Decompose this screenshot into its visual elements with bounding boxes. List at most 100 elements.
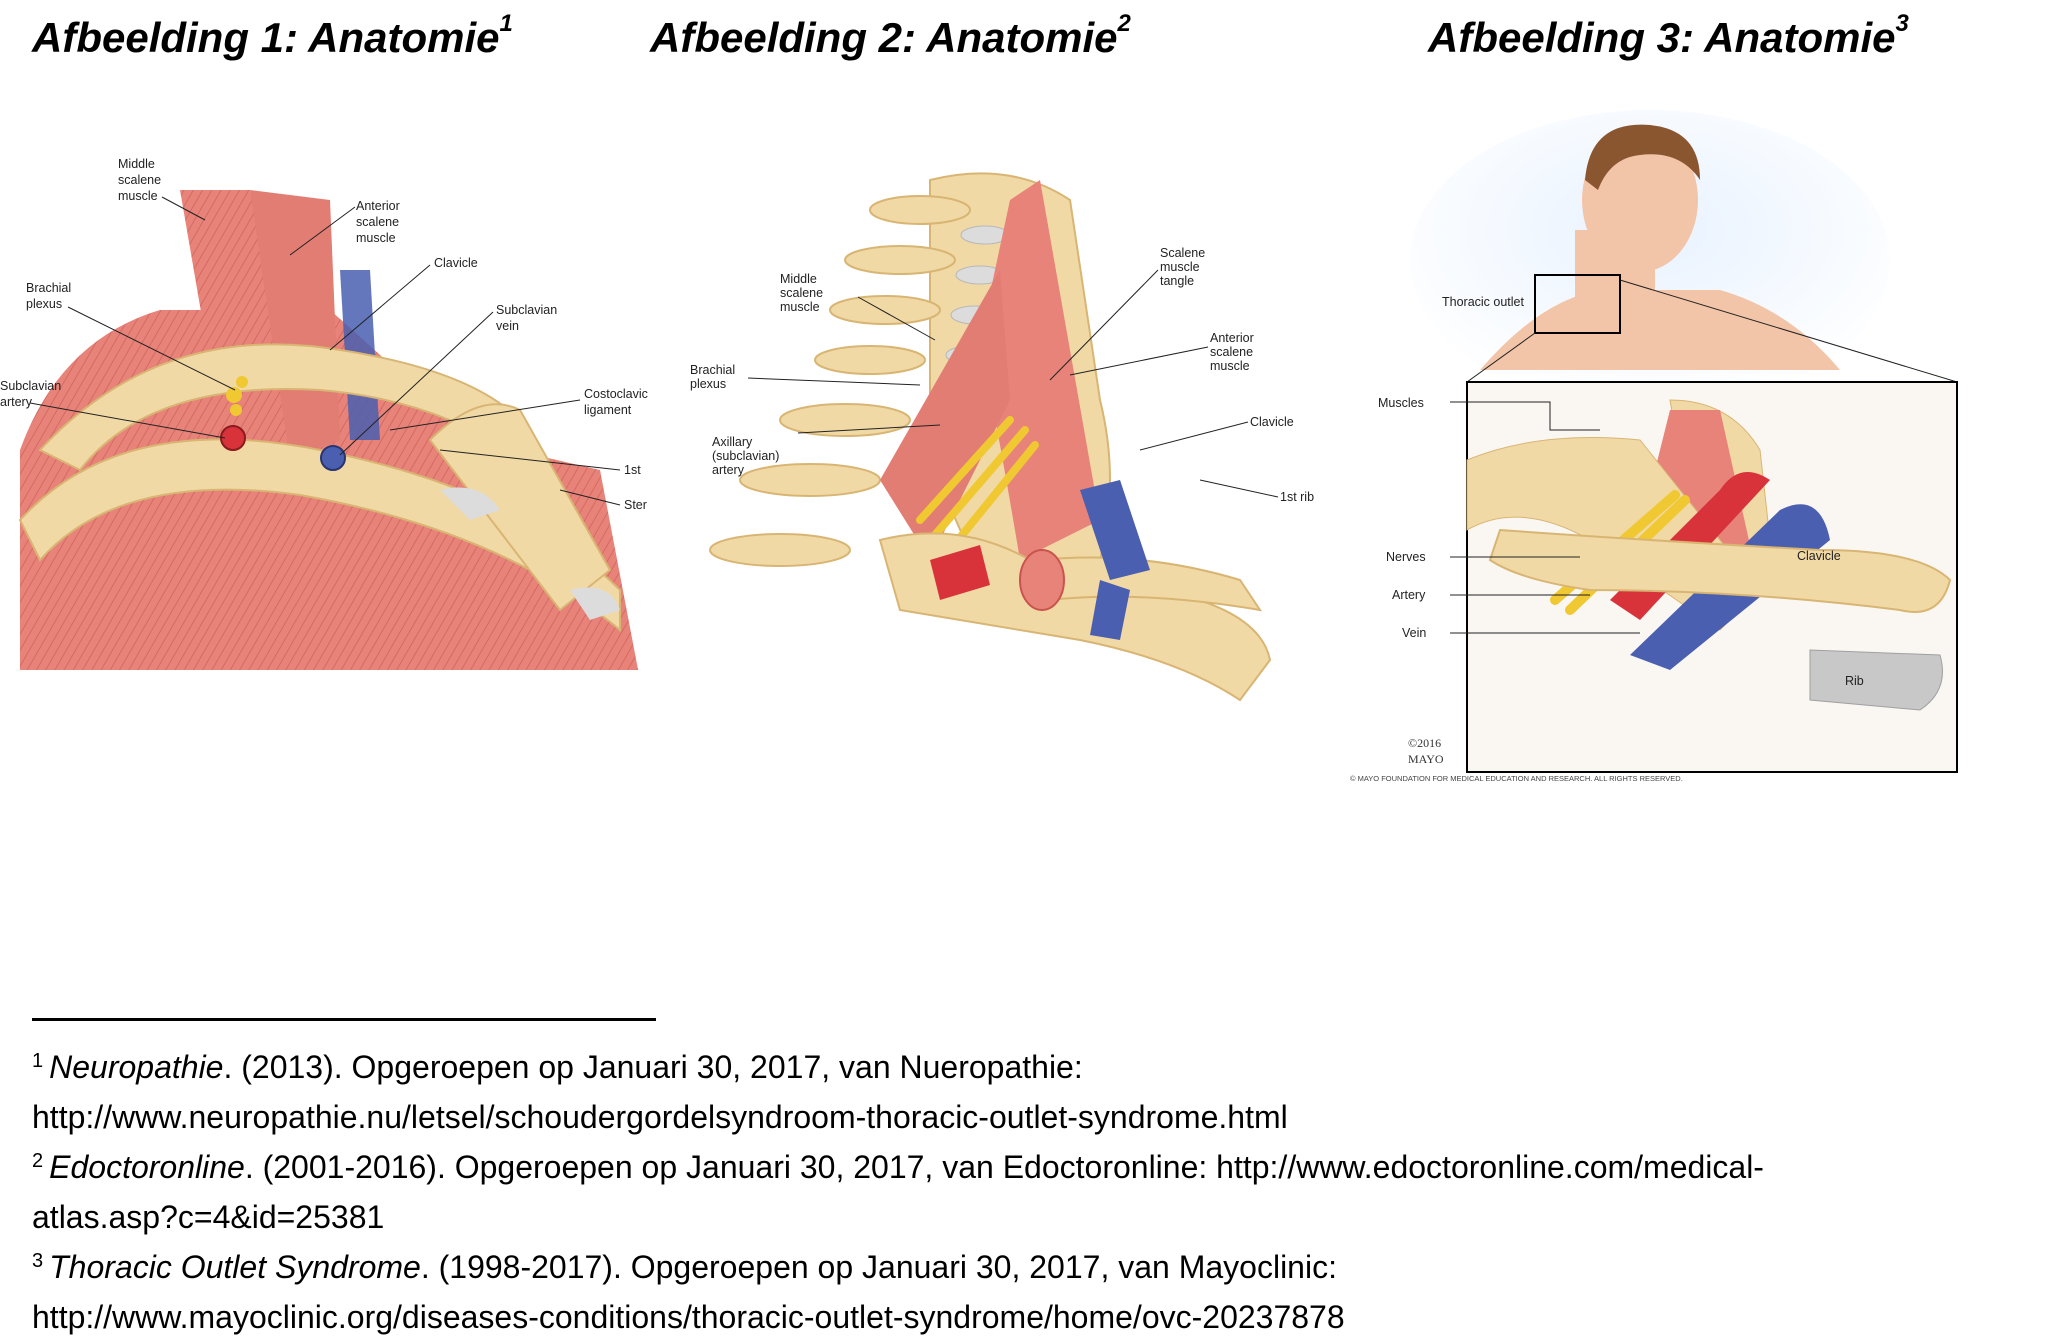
leader-axillary	[797, 424, 941, 434]
vertebra-process-2	[844, 245, 956, 275]
footnote-2-url-continued[interactable]: atlas.asp?c=4&id=25381	[32, 1199, 385, 1235]
footnote-1-number: 1	[32, 1050, 44, 1072]
nerve-bundle-1	[226, 387, 242, 403]
middle-scalene-muscle	[180, 190, 300, 480]
anatomy-illustration-3: Thoracic outlet Muscles Clavicle Nerves …	[1350, 110, 1958, 783]
label-first-rib-2: 1st rib	[1280, 490, 1314, 504]
clavicle-cross-section	[1019, 549, 1065, 611]
vein-lower-2	[1090, 580, 1130, 640]
leader-scalene-tangle	[1049, 269, 1159, 381]
vertebra-process-7	[709, 533, 851, 567]
subclavian-vein-cross-section	[320, 445, 346, 471]
nerve-trunk-2	[931, 426, 1029, 539]
zoom-line-left	[1466, 332, 1536, 383]
label-clavicle-3: Clavicle	[1797, 549, 1841, 563]
footnote-2-text[interactable]: . (2001-2016). Opgeroepen op Januari 30,…	[244, 1149, 1764, 1185]
figure-2-title: Afbeelding 2: Anatomie2	[650, 10, 1131, 62]
middle-scalene-muscle-2	[880, 270, 1010, 560]
leader-brachial-plexus	[67, 306, 236, 391]
nerve-trunk-1	[916, 416, 1014, 524]
nerve-bundle-3	[230, 404, 242, 416]
footnote-3-title: Thoracic Outlet Syndrome	[49, 1249, 421, 1285]
label-vein: Vein	[1402, 626, 1426, 640]
figure-3-ref[interactable]: 3	[1895, 10, 1909, 37]
vertebra-process-1	[869, 195, 971, 225]
footnote-2-title: Edoctoronline	[49, 1149, 245, 1185]
leader-clavicle-2	[1139, 421, 1249, 451]
leader-first-rib	[439, 449, 621, 471]
leader-clavicle	[329, 264, 431, 351]
figure-1-title-text: Afbeelding 1: Anatomie	[32, 14, 500, 61]
label-copyright-footer: © MAYO FOUNDATION FOR MEDICAL EDUCATION …	[1350, 774, 1683, 783]
hair	[1585, 124, 1700, 190]
axillary-artery	[930, 545, 990, 600]
label-first: 1st	[624, 463, 641, 477]
footnote-1-title: Neuropathie	[49, 1049, 224, 1085]
figure-2-title-text: Afbeelding 2: Anatomie	[650, 14, 1118, 61]
label-clavicle-2: Clavicle	[1250, 415, 1294, 429]
nerve-trunk-3	[946, 441, 1039, 554]
footnote-3-url[interactable]: http://www.mayoclinic.org/diseases-condi…	[32, 1299, 1345, 1335]
rib-cartilage-1	[440, 487, 500, 520]
label-thoracic-outlet: Thoracic outlet	[1442, 295, 1525, 309]
figure-3-title-text: Afbeelding 3: Anatomie	[1428, 14, 1896, 61]
subclavian-artery-cross-section	[220, 425, 246, 451]
label-ster: Ster	[624, 498, 647, 512]
vertebra-process-3	[829, 295, 941, 325]
label-muscles: Muscles	[1378, 396, 1424, 410]
leader-middle-scalene	[161, 196, 206, 221]
figure-1-ref[interactable]: 1	[499, 10, 513, 37]
label-artery: Artery	[1392, 588, 1426, 602]
figure-2-ref[interactable]: 2	[1117, 10, 1131, 37]
leader-anterior-scalene-2	[1069, 346, 1209, 376]
footnote-1-text: . (2013). Opgeroepen op Januari 30, 2017…	[223, 1049, 1083, 1085]
footnote-separator	[32, 1018, 656, 1021]
leader-middle-scalene-2	[857, 296, 936, 341]
zoom-line-right	[1619, 279, 1958, 383]
rib-cartilage-2	[570, 587, 620, 620]
anterior-scalene-muscle	[250, 190, 340, 460]
footnote-2-number: 2	[32, 1150, 44, 1172]
leader-costoclavic	[389, 399, 581, 431]
sternum-bone	[428, 403, 612, 612]
thoracic-outlet-box	[1534, 274, 1621, 334]
label-clavicle: Clavicle	[434, 256, 478, 270]
label-nerves: Nerves	[1386, 550, 1426, 564]
vertebra-process-6	[739, 463, 881, 497]
footnote-3-text: . (1998-2017). Opgeroepen op Januari 30,…	[420, 1249, 1337, 1285]
nerve-bundle-2	[236, 376, 248, 388]
vertebra-process-4	[814, 345, 926, 375]
shoulders	[1480, 290, 1840, 370]
footnote-1-url[interactable]: http://www.neuropathie.nu/letsel/schoude…	[32, 1099, 1288, 1135]
label-copyright-org: MAYO	[1408, 752, 1444, 766]
label-axillary: Axillary(subclavian)artery	[712, 435, 779, 477]
label-copyright-year: ©2016	[1408, 736, 1441, 750]
leader-subclavian-vein	[339, 311, 494, 456]
anterior-scalene-muscle-2	[980, 180, 1100, 560]
figure-1-title: Afbeelding 1: Anatomie1	[32, 10, 513, 62]
footnote-3-number: 3	[32, 1250, 44, 1272]
leader-first-rib-2	[1199, 479, 1279, 498]
subclavian-vein-2	[1080, 480, 1150, 580]
label-rib: Rib	[1845, 674, 1864, 688]
leader-subclavian-artery	[29, 402, 226, 439]
vertebra-process-5	[779, 403, 911, 437]
clavicle-detail	[1488, 528, 1952, 613]
leader-sternum	[559, 489, 621, 506]
rib-detail	[1809, 649, 1943, 711]
